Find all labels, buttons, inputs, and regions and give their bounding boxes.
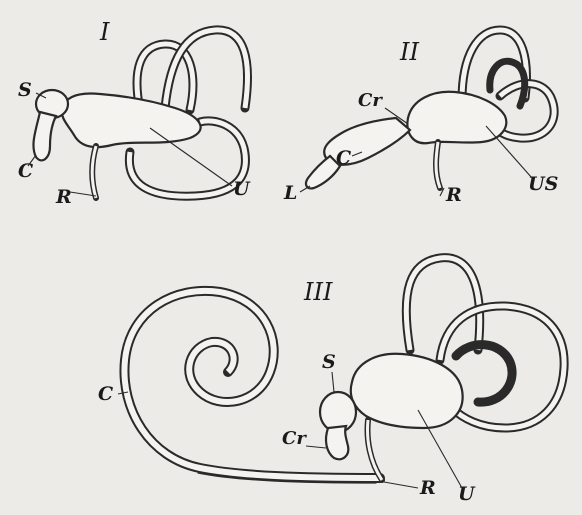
panel-3-label-cr: Cr	[282, 428, 307, 449]
panel-2-label-us: US	[528, 173, 558, 195]
panel-2-label-c: C	[336, 147, 351, 169]
panel-2-numeral: II	[399, 38, 419, 66]
panel-3-ductus-reuniens	[326, 426, 348, 459]
panel-3-numeral: III	[303, 278, 333, 306]
panel-2-label-l: L	[283, 182, 297, 204]
panel-1-label-r: R	[55, 186, 72, 208]
panel-1-numeral: I	[99, 18, 110, 46]
panel-3-label-s: S	[322, 351, 336, 373]
panel-2-label-r: R	[445, 184, 462, 206]
panel-1-label-c: C	[18, 160, 33, 182]
panel-1-label-s: S	[18, 79, 32, 101]
panel-3-label-r: R	[419, 477, 436, 499]
panel-2-label-cr: Cr	[358, 90, 383, 111]
panel-3-label-c: C	[98, 383, 113, 405]
panel-1-label-u: U	[233, 178, 251, 200]
